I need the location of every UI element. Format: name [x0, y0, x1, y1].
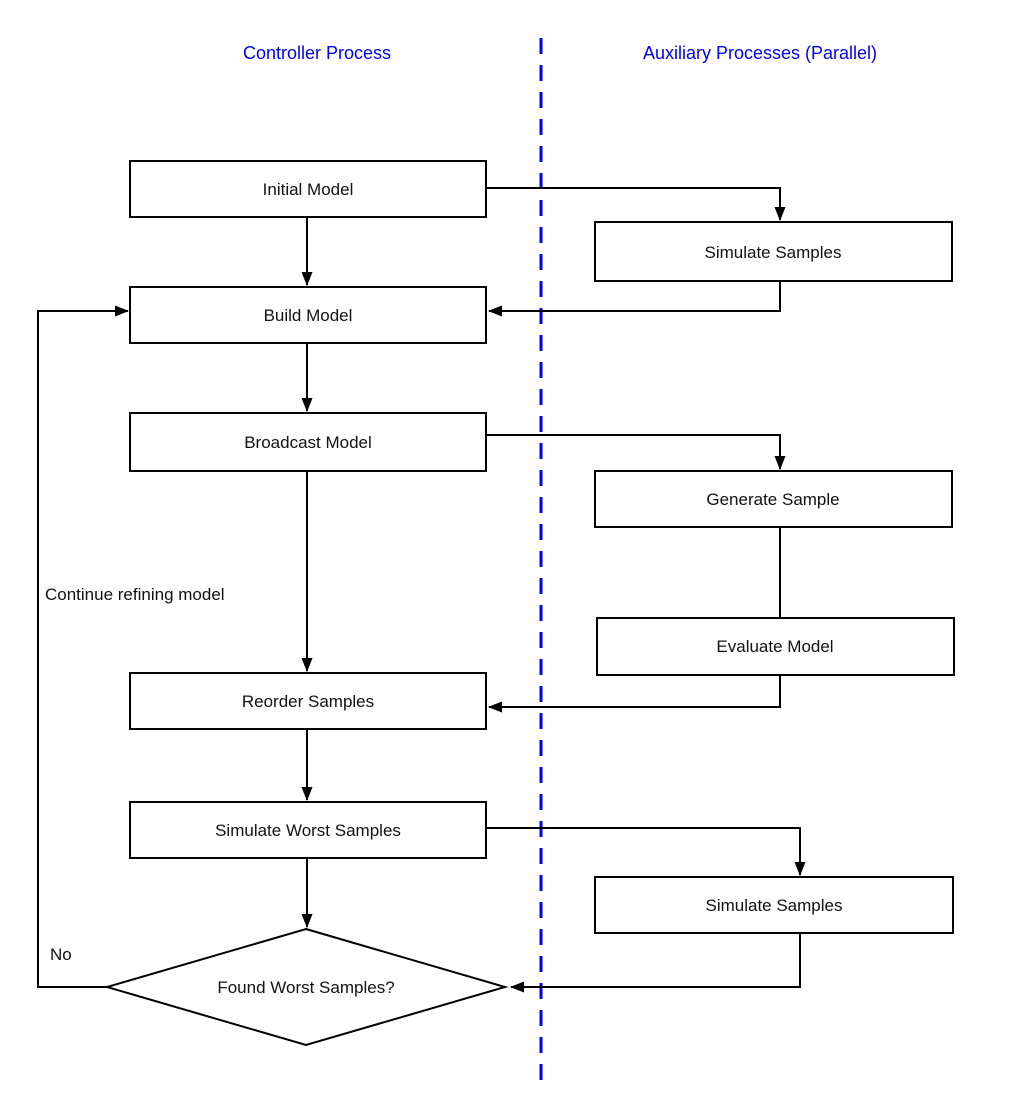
node-broadcast-model: Broadcast Model	[129, 412, 487, 472]
simulate-worst-samples-box	[129, 801, 487, 859]
found-worst-samples-label: Found Worst Samples?	[217, 978, 394, 997]
broadcast-model-label: Broadcast Model	[244, 433, 372, 452]
node-evaluate-model: Evaluate Model	[596, 617, 955, 676]
node-reorder-samples: Reorder Samples	[129, 672, 487, 730]
edge-simulate-worst-to-simulate-samples-bottom	[486, 827, 806, 876]
no-branch-label: No	[50, 945, 72, 964]
build-model-label: Build Model	[264, 306, 353, 325]
node-found-worst-samples-decision: Found Worst Samples?	[103, 927, 509, 1047]
simulate-worst-samples-label: Simulate Worst Samples	[215, 821, 401, 840]
column-title-controller: Controller Process	[243, 43, 391, 63]
edge-evaluate-model-to-reorder	[488, 675, 781, 713]
broadcast-model-box	[129, 412, 487, 472]
column-title-auxiliary: Auxiliary Processes (Parallel)	[643, 43, 877, 63]
evaluate-model-box	[596, 617, 955, 676]
node-simulate-samples-bottom: Simulate Samples	[594, 876, 954, 934]
edge-simulate-samples-top-to-build	[488, 281, 781, 317]
node-build-model: Build Model	[129, 286, 487, 344]
node-initial-model: Initial Model	[129, 160, 487, 218]
simulate-samples-top-box	[594, 221, 953, 282]
continue-refining-model-label: Continue refining model	[45, 585, 225, 604]
edge-broadcast-to-generate-sample	[486, 434, 786, 470]
node-simulate-samples-top: Simulate Samples	[594, 221, 953, 282]
edge-no-loop-to-build	[37, 305, 129, 988]
reorder-samples-box	[129, 672, 487, 730]
simulate-samples-bottom-box	[594, 876, 954, 934]
simulate-samples-top-label: Simulate Samples	[704, 243, 841, 262]
node-simulate-worst-samples: Simulate Worst Samples	[129, 801, 487, 859]
edge-simulate-samples-bottom-to-decision	[510, 933, 801, 993]
simulate-samples-bottom-label: Simulate Samples	[705, 896, 842, 915]
initial-model-box	[129, 160, 487, 218]
generate-sample-label: Generate Sample	[706, 490, 839, 509]
node-generate-sample: Generate Sample	[594, 470, 953, 528]
build-model-box	[129, 286, 487, 344]
generate-sample-box	[594, 470, 953, 528]
evaluate-model-label: Evaluate Model	[716, 637, 833, 656]
initial-model-label: Initial Model	[263, 180, 354, 199]
edge-initial-to-simulate-samples-top	[486, 187, 786, 221]
found-worst-samples-diamond	[103, 927, 509, 1047]
reorder-samples-label: Reorder Samples	[242, 692, 374, 711]
